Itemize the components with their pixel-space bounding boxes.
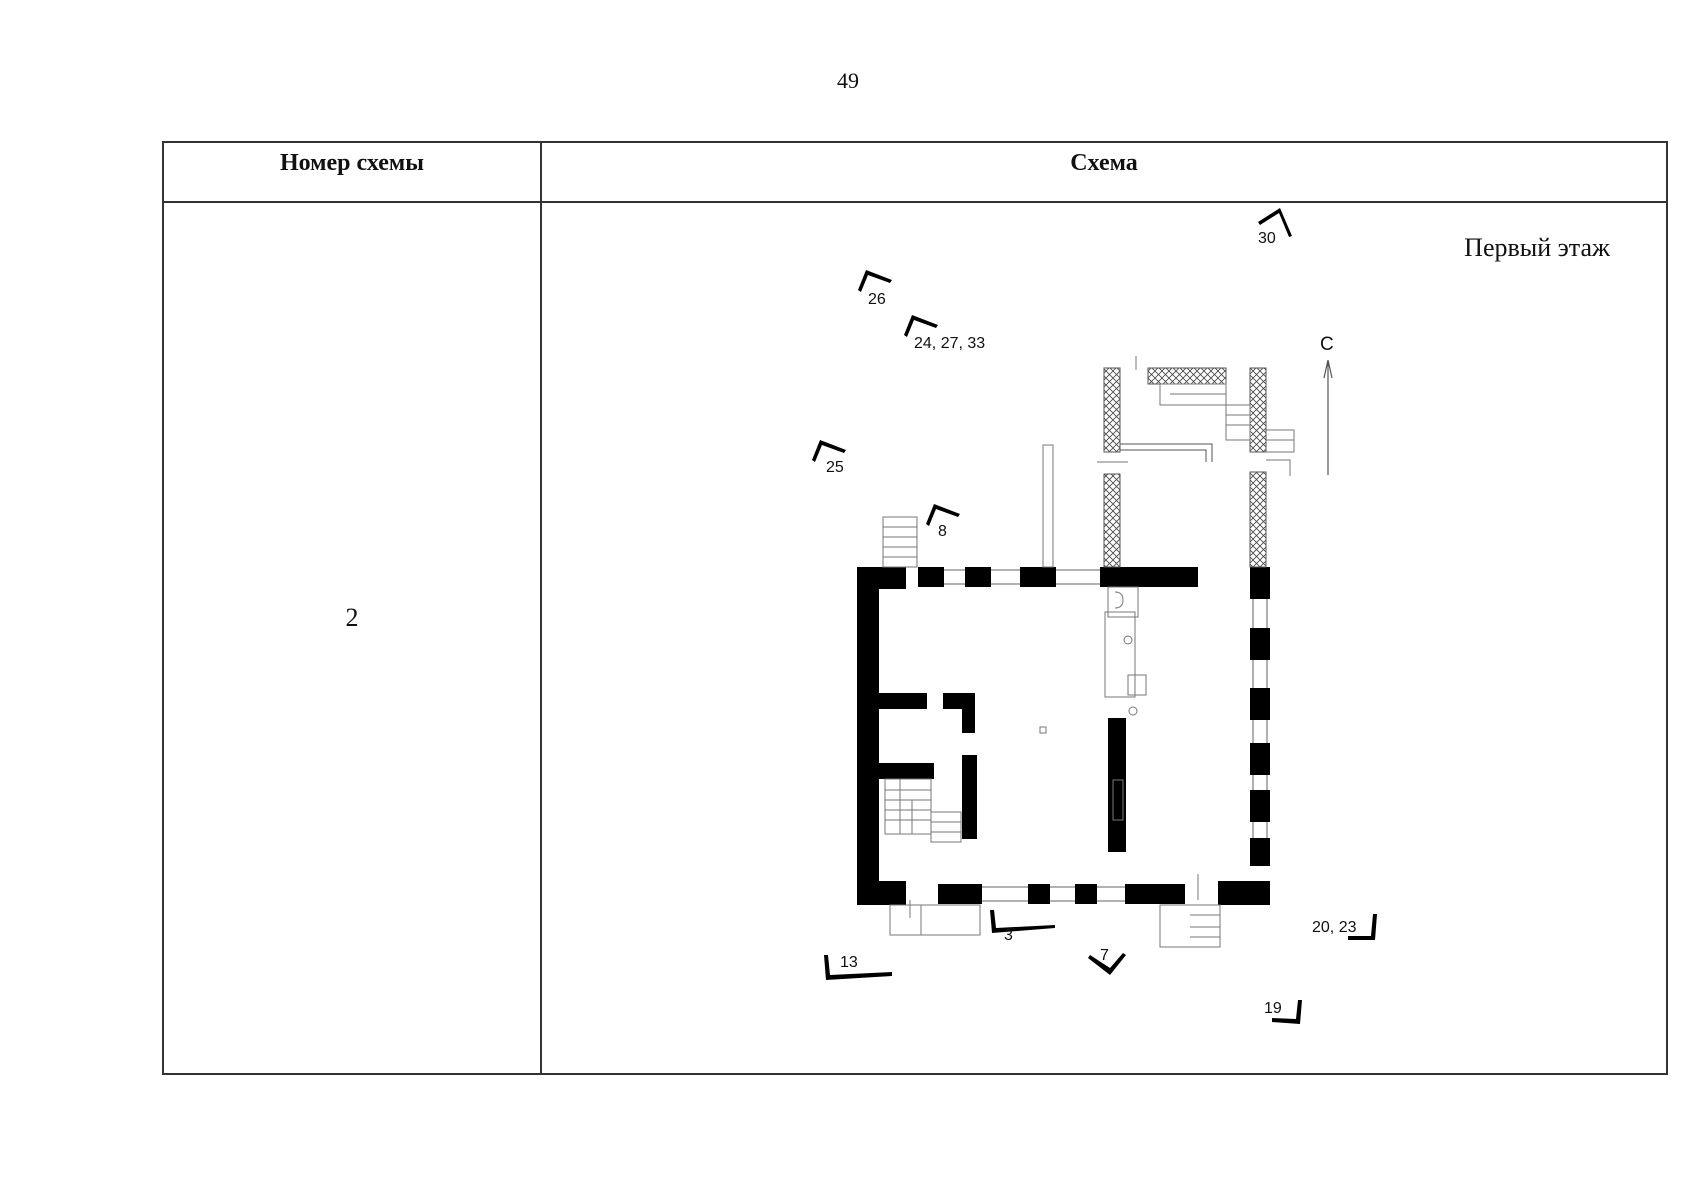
viewpoint-20-marker [1348, 914, 1377, 940]
staircase [884, 778, 962, 843]
scheme-table: Номер схемы Схема 2 Первый этаж [162, 141, 1668, 1075]
viewpoint-label-7: 7 [1100, 947, 1109, 964]
viewpoint-label-26: 26 [868, 291, 886, 308]
north-label: С [1320, 334, 1334, 355]
header-divider [164, 201, 1666, 203]
porches [882, 516, 1221, 948]
viewpoint-label-25: 25 [826, 459, 844, 476]
north-arrow: С [1320, 334, 1334, 475]
viewpoint-26-marker [858, 270, 892, 292]
annex [1042, 356, 1295, 568]
viewpoint-7-marker [1088, 953, 1126, 975]
viewpoint-label-24: 24, 27, 33 [914, 335, 985, 352]
main-walls [857, 567, 1270, 905]
viewpoint-19-marker [1272, 1000, 1302, 1024]
viewpoint-label-13: 13 [840, 954, 858, 971]
floor-label: Первый этаж [1464, 233, 1610, 262]
viewpoint-30-marker [1258, 208, 1292, 237]
viewpoint-25-marker [812, 440, 846, 462]
east-wall [1250, 567, 1270, 599]
viewpoint-label-20: 20, 23 [1312, 919, 1357, 936]
windows [944, 569, 1268, 902]
viewpoint-3-marker [990, 910, 1055, 933]
scheme-number-value: 2 [345, 603, 359, 632]
restroom-block [1104, 586, 1147, 821]
viewpoint-label-8: 8 [938, 523, 947, 540]
viewpoint-label-30: 30 [1258, 230, 1276, 247]
header-scheme: Схема [1070, 150, 1138, 176]
column [1039, 726, 1047, 734]
viewpoint-label-3: 3 [1004, 927, 1013, 944]
header-scheme-number: Номер схемы [279, 150, 425, 176]
viewpoint-13-marker [824, 955, 892, 980]
west-wall [857, 567, 879, 904]
page-number: 49 [837, 68, 859, 93]
column-divider [540, 143, 542, 1073]
viewpoint-labels: 30 26 24, 27, 33 25 8 3 7 13 20, 23 19 [826, 230, 1357, 1017]
viewpoint-8-marker [926, 504, 960, 526]
viewpoint-label-19: 19 [1264, 1000, 1282, 1017]
viewpoint-markers [812, 208, 1377, 1024]
viewpoint-24-marker [904, 315, 938, 337]
